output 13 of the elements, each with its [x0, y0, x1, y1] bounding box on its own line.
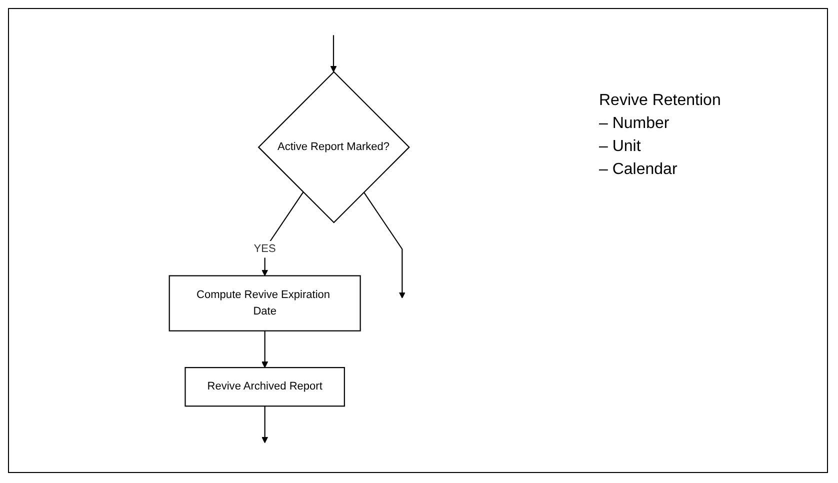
arrow	[261, 330, 268, 368]
arrow	[261, 406, 268, 444]
node-diamond: Active Report Marked?	[258, 71, 410, 224]
note-text: – Unit	[599, 137, 642, 157]
note-text: – Number	[599, 114, 670, 134]
note-text: Revive Retention	[599, 91, 721, 111]
arrow	[330, 35, 336, 72]
node-box: Revive Archived Report	[184, 367, 345, 407]
node-box: Compute Revive Expiration Date	[168, 275, 361, 332]
arrow	[261, 192, 304, 276]
edge-label: YES	[254, 242, 276, 255]
arrow	[363, 192, 406, 298]
note-text: – Calendar	[599, 160, 678, 180]
